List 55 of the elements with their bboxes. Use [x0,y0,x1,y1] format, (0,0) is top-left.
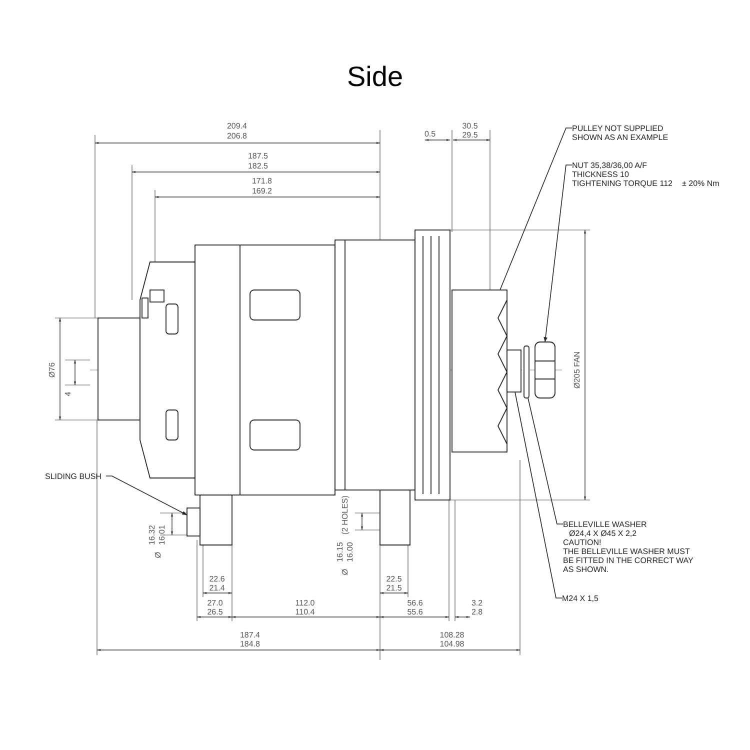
note-text: PULLEY NOT SUPPLIED SHOWN AS AN EXAMPLE [572,124,672,142]
dimension-text: (2 HOLES) [340,495,350,535]
pulley-drawing [452,290,508,452]
dimension-text: 26.5 [207,608,223,616]
washer [524,346,530,398]
dimension-text: 184.8 [240,640,260,648]
dimension-text: 30.5 [462,122,478,130]
sliding-bush [186,508,200,536]
note-text: Ø24,4 X Ø45 X 2,2 [569,529,638,538]
dimension-text: 182.5 [248,162,268,170]
title: Side [346,60,404,94]
dimension-text: 110.4 [295,608,315,616]
dimension-text: 21.5 [386,584,402,592]
dimension-text: Ø [340,568,350,576]
dimension-text: 16.32 [148,524,156,546]
leader-line [514,392,562,598]
dimension-text: Ø76 [48,362,56,378]
dimension-text: 206.8 [226,132,248,140]
nut-drawing [534,342,556,398]
shaft-end [506,350,522,392]
dimension-text: 22.5 [386,574,402,584]
dimension-text: 104.98 [440,640,464,648]
dimension-text: 4 [64,392,72,396]
dimension-text: 22.6 [209,574,225,584]
dimension-text: 187.4 [240,630,260,640]
note-text: M24 X 1,5 [562,594,622,603]
note-text: NUT 35,38/36,00 A/F THICKNESS 10 TIGHTENING TORQUE 112 [572,161,674,188]
note-text: ± 20% Nm [682,179,720,188]
dimension-text: 55.6 [407,608,423,616]
dimension-text: 2.8 [471,608,483,616]
note-text: BELLEVILLE WASHER [563,520,648,529]
dimension-text: 16.01 [158,524,166,546]
leader-line [528,398,564,524]
note-text: SLIDING BUSH [45,472,110,481]
leader-line [544,164,572,342]
leader-line [500,128,572,290]
dimension-text: 112.0 [295,598,315,608]
dimension-text: 29.5 [462,130,478,140]
note-text: THE BELLEVILLE WASHER MUST BE FITTED IN THE CORRECT WAY AS SHOWN. [563,547,694,574]
dimension-text: 108.28 [440,630,464,640]
dimension-text: 3.2 [471,598,483,608]
dimension-text: Ø205 FAN [572,351,582,389]
dimension-text: 16.15 [336,542,344,562]
dimension-text: 171.8 [252,176,272,186]
dimension-text: 0.5 [424,130,436,138]
dimension-text: 16.00 [346,542,354,562]
dimension-text: Ø [154,552,162,558]
dimension-text: 187.5 [248,152,268,160]
dimension-text: 56.6 [407,598,423,608]
dimension-text: 169.2 [252,186,272,196]
dimension-text: 21.4 [209,584,225,592]
dimension-text: 27.0 [207,598,223,608]
dimension-text: 209.4 [226,122,248,130]
note-text: CAUTION! [563,538,602,547]
leader-line [106,476,188,516]
